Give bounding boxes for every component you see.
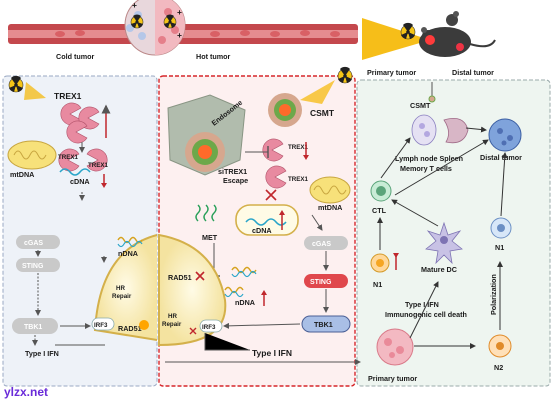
irf3-label-left: IRF3 [94, 322, 108, 329]
plus-sign-2: + [177, 30, 182, 40]
csmt-label-mid: CSMT [310, 108, 335, 118]
cdna-label-mid: cDNA [252, 226, 272, 235]
polarization-label: Polarization [489, 274, 498, 315]
block-x-rad51 [195, 271, 205, 281]
primary-tumor-right [376, 328, 414, 366]
mitochondria-left [7, 140, 57, 170]
cgas-pill-mid [304, 236, 348, 250]
cdna-strand-left [59, 168, 91, 176]
sitrex1-label-1: siTREX1 [218, 167, 247, 176]
radiation-icon-right [337, 66, 353, 84]
block-x-mid [265, 189, 277, 201]
nucleus-mid [158, 233, 227, 347]
trex1-small-a: TREX1 [58, 154, 79, 161]
hr-repair-label-left-2: Repair [112, 293, 132, 300]
lymph-node-label-1: Lymph node Spleen [395, 154, 463, 163]
hr-repair-label-left-1: HR [116, 285, 125, 292]
mouse-icon [419, 11, 496, 57]
trex1-small-b: TREX1 [88, 162, 109, 169]
primary-tumor-glow [425, 35, 435, 45]
trex1-mid-a: TREX1 [288, 144, 309, 151]
radiation-icon-left [8, 75, 24, 93]
cgas-label-left: cGAS [24, 240, 43, 247]
n1-cell-left [370, 253, 390, 273]
watermark: ylzx.net [4, 385, 48, 399]
trex1-binding-left: TREX1 TREX1 [58, 148, 109, 172]
sting-label-left: STING [22, 263, 44, 270]
plus-sign-1: + [177, 7, 182, 17]
sting-label-mid: STING [310, 279, 332, 286]
irf3-label-mid: IRF3 [202, 324, 216, 331]
spleen-icon [443, 117, 469, 144]
csmt-label-right: CSMT [410, 101, 431, 110]
middle-panel-content: Endosome CSMT siTREX1 Escape TREX1 TREX1… [158, 93, 361, 365]
n1-cell-right [490, 217, 512, 239]
lymph-node-icon [411, 114, 437, 146]
distal-tumor-dot [456, 43, 464, 51]
n2-cell [488, 334, 512, 358]
ndna-label-mid: nDNA [235, 298, 255, 307]
sitrex1-label-2: Escape [223, 176, 248, 185]
distal-tumor-label-right: Distal tumor [480, 153, 522, 162]
n1-label-right: N1 [495, 243, 504, 252]
tbk1-pill-mid [301, 315, 351, 333]
cgas-pill-left [16, 235, 60, 249]
type1-ifn-label-mid: Type I IFN [252, 348, 292, 358]
mtdna-label-mid: mtDNA [318, 203, 342, 212]
sting-pill-left [16, 258, 60, 272]
rad51-label-mid: RAD51 [168, 273, 192, 282]
mitochondria-mid [309, 176, 351, 204]
trex1-pacman-top [60, 102, 100, 144]
n1-label-left: N1 [373, 280, 382, 289]
mature-dc-label: Mature DC [421, 265, 457, 274]
mature-dc-cell [425, 221, 463, 265]
radiation-icon-top-left [130, 14, 144, 29]
cold-tumor-label: Cold tumor [56, 52, 95, 61]
endosome-cell [167, 94, 246, 176]
ctl-cell [370, 180, 392, 202]
distal-tumor-label-top: Distal tumor [452, 68, 494, 77]
plus-sign-3: + [132, 0, 137, 10]
lymph-node-label-2: Memory T cells [400, 164, 452, 173]
distal-tumor-icon [488, 118, 522, 152]
cdna-label-left: cDNA [70, 177, 90, 186]
radiation-beam [362, 18, 430, 60]
radiation-icon-top-right [163, 14, 177, 29]
hr-repair-label-mid-2: Repair [162, 321, 182, 328]
cgas-label-mid: cGAS [312, 241, 331, 248]
tbk1-label-left: TBK1 [24, 324, 42, 331]
type1-ifn-icd-label-1: Type I IFN [405, 300, 439, 309]
primary-tumor-label-top: Primary tumor [367, 68, 416, 77]
trex1-mid-b: TREX1 [288, 176, 309, 183]
met-label: MET [202, 233, 218, 242]
top-strip: + + + Cold tumor Hot tumor Primary tumor… [8, 0, 496, 77]
n2-label: N2 [494, 363, 503, 372]
type1-ifn-icd-label-2: Immunogenic cell death [385, 310, 467, 319]
ndna-label-left: nDNA [118, 249, 138, 258]
primary-tumor-label-right: Primary tumor [368, 374, 417, 383]
left-panel-content: TREX1 mtDNA TREX1 TREX1 cDNA cGAS STING [7, 75, 158, 358]
tbk1-pill-left [12, 318, 58, 334]
tbk1-label-mid: TBK1 [314, 320, 333, 329]
rad51-label-left: RAD51 [118, 324, 142, 333]
hr-repair-label-mid-1: HR [168, 313, 177, 320]
radiation-icon-mouse [400, 22, 416, 40]
csmt-nanoparticle-mid [268, 93, 302, 127]
irf3-pill-left [91, 317, 115, 331]
type1-ifn-label-left: Type I IFN [25, 349, 59, 358]
ctl-label: CTL [372, 206, 387, 215]
trex1-label-left: TREX1 [54, 91, 82, 101]
irf3-pill-mid [199, 319, 223, 333]
right-panel-content: CSMT Lymph node Spleen Memory T cells Di… [300, 66, 522, 383]
rbc-cells [55, 30, 340, 37]
mtdna-label-left: mtDNA [10, 170, 34, 179]
hot-tumor-label: Hot tumor [196, 52, 231, 61]
sting-pill-mid [304, 274, 348, 288]
